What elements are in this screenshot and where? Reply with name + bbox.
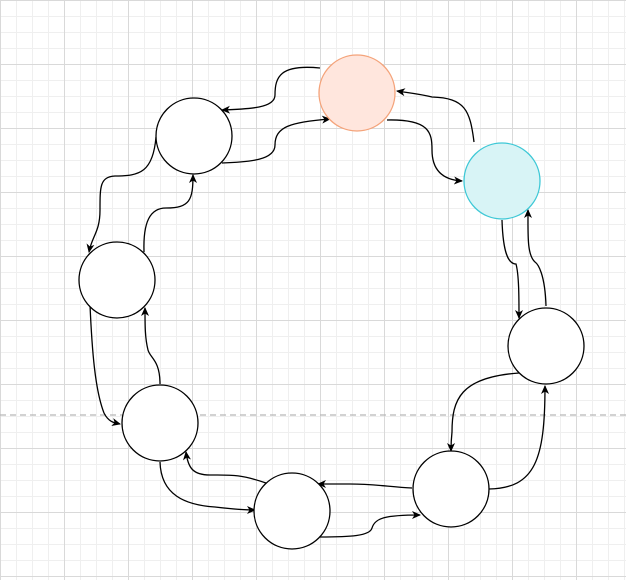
node-upper-left[interactable] (155, 97, 233, 175)
edge-right-to-right-top[interactable] (523, 209, 547, 307)
edge-top-to-right-top[interactable] (386, 119, 463, 185)
node-bottom[interactable] (253, 472, 331, 550)
node-left[interactable] (78, 241, 156, 319)
edge-right-top-to-top[interactable] (396, 88, 475, 143)
edge-bottom-to-bottom-right[interactable] (319, 511, 421, 538)
edge-lower-left-to-bottom[interactable] (159, 461, 256, 514)
edge-left-to-upper-left[interactable] (143, 174, 197, 253)
edge-top-to-upper-left[interactable] (221, 66, 321, 114)
node-lower-left[interactable] (121, 384, 199, 462)
edge-bottom-to-lower-left[interactable] (183, 451, 267, 484)
node-right[interactable] (507, 307, 585, 385)
edge-lower-left-to-left[interactable] (141, 307, 161, 385)
edge-bottom-right-to-bottom[interactable] (317, 480, 413, 489)
edge-upper-left-to-top[interactable] (221, 115, 331, 164)
node-bottom-right[interactable] (412, 450, 490, 528)
edge-bottom-right-to-right[interactable] (488, 385, 549, 490)
edge-left-to-lower-left[interactable] (89, 304, 121, 426)
node-top[interactable] (318, 54, 396, 132)
edge-upper-left-to-left[interactable] (86, 136, 157, 253)
edge-right-top-to-right[interactable] (501, 219, 523, 319)
node-right-top[interactable] (463, 142, 541, 220)
edge-right-to-bottom-right[interactable] (447, 372, 520, 452)
